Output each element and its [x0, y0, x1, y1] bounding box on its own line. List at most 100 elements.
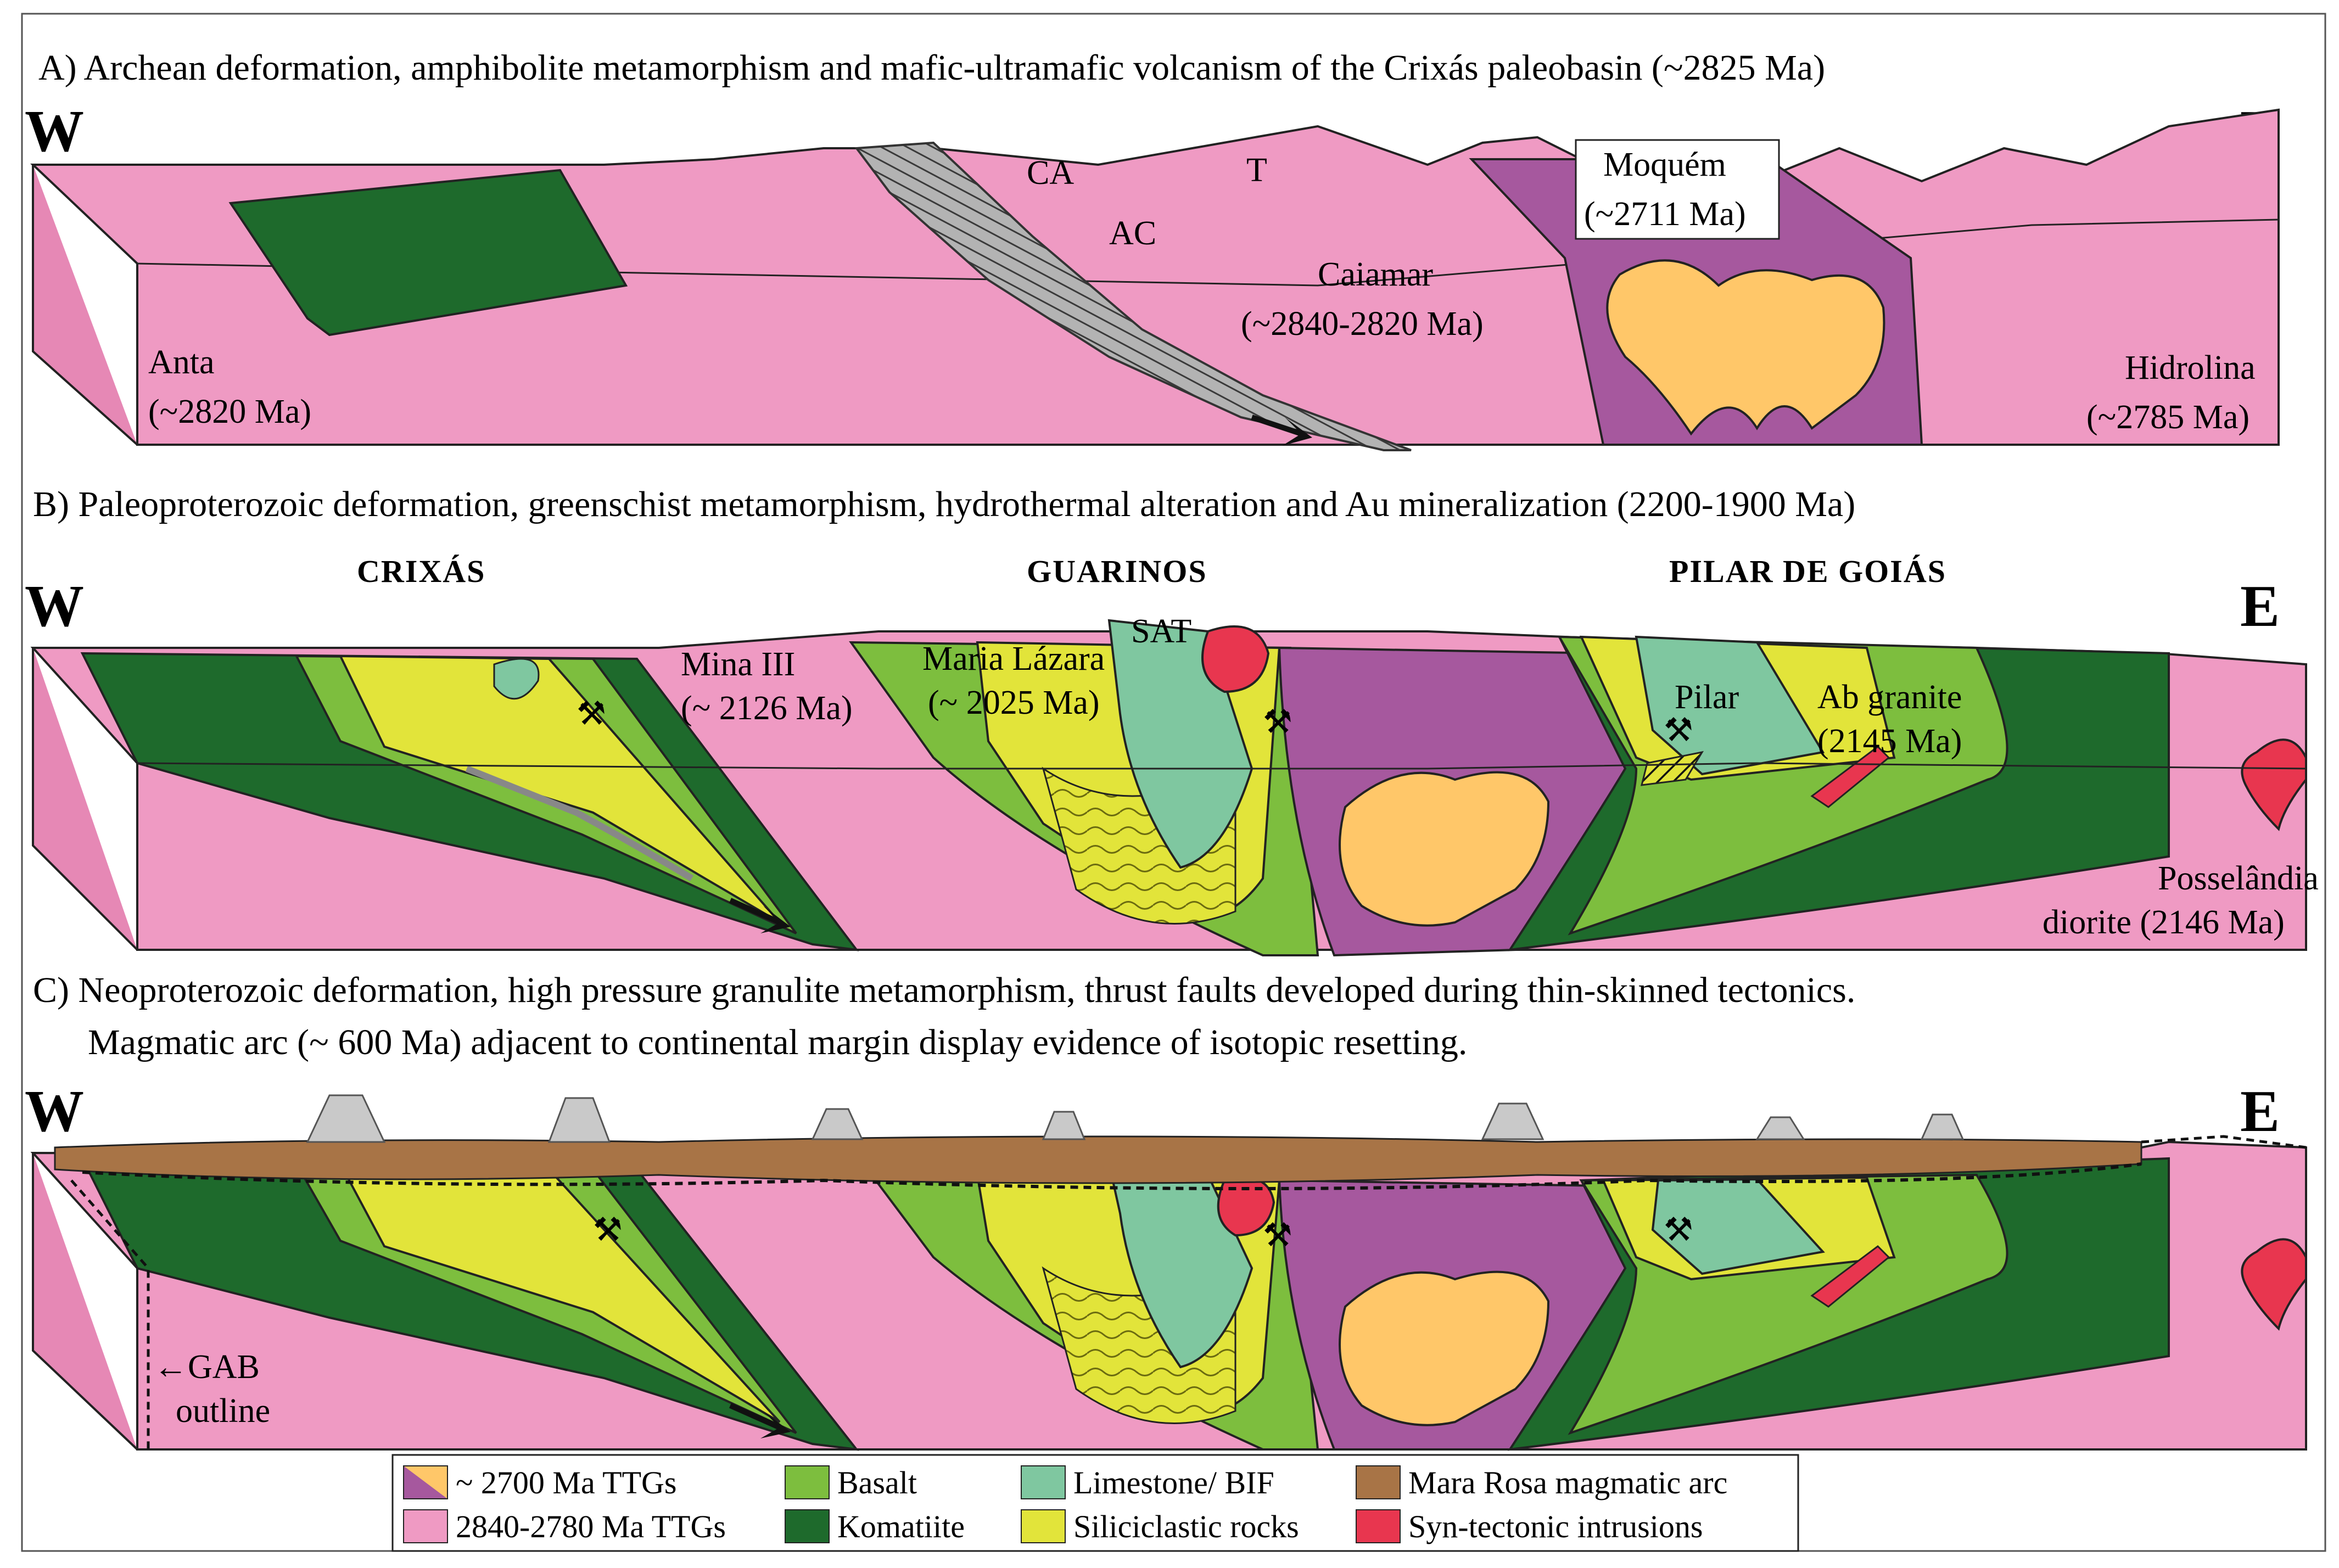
ab-granite-intrusion: [1810, 746, 1890, 808]
shear-arrowhead-c: [760, 1411, 791, 1438]
mina-iii-mine-icon-c: ⚒: [593, 1212, 623, 1248]
middle-orange-pluton-b: [1339, 771, 1550, 927]
legend-label-komatiite: Komatiite: [837, 1509, 965, 1544]
shear-arrowhead-a: [1282, 417, 1312, 446]
pilar-limestone-c: [1651, 1178, 1825, 1275]
arc-volcanoes: [306, 1094, 1965, 1143]
panel-c-title-line1: C) Neoproterozoic deformation, high pres…: [33, 970, 1855, 1010]
shear-arrow-c: [729, 1403, 781, 1430]
legend-label-syn-tectonic: Syn-tectonic intrusions: [1408, 1509, 1703, 1544]
heading-crixas: CRIXÁS: [357, 553, 485, 589]
mina-name: Mina III: [681, 646, 795, 683]
panel-b-east-label: E: [2240, 574, 2280, 639]
maria-lazara-mine-icon: ⚒: [1263, 704, 1292, 740]
moquem-age: (~2711 Ma): [1584, 195, 1746, 233]
legend-item-ttg-old: 2840-2780 Ma TTGs: [403, 1509, 726, 1544]
gab-outline-dashed: [70, 1179, 150, 1449]
legend-swatch-basalt: [785, 1465, 830, 1499]
block-side-a: [32, 165, 138, 446]
legend-item-komatiite: Komatiite: [785, 1509, 965, 1544]
legend-label-mara-rosa: Mara Rosa magmatic arc: [1408, 1465, 1727, 1500]
panel-c: C) Neoproterozoic deformation, high pres…: [25, 970, 2307, 1451]
anta-age: (~2820 Ma): [148, 393, 311, 430]
legend-item-mara-rosa: Mara Rosa magmatic arc: [1356, 1465, 1727, 1500]
legend-swatch-komatiite: [785, 1509, 830, 1543]
mina-iii-mine-icon: ⚒: [577, 696, 606, 732]
arc-outline-dashed: [2141, 1135, 2307, 1149]
shear-arrow-b: [729, 898, 781, 925]
panel-b-title: B) Paleoproterozoic deformation, greensc…: [33, 484, 1855, 524]
pilar-label: Pilar: [1675, 679, 1739, 716]
mina-age: (~ 2126 Ma): [681, 690, 852, 727]
hidrolina-age: (~2785 Ma): [2086, 399, 2250, 436]
gray-strata-a: [854, 141, 1412, 451]
anta-name: Anta: [148, 344, 215, 381]
legend-item-syn-tectonic: Syn-tectonic intrusions: [1356, 1509, 1703, 1544]
legend-box: [391, 1454, 1799, 1552]
crixas-komatiite-b: [80, 652, 859, 951]
legend: ~ 2700 Ma TTGs 2840-2780 Ma TTGs Basalt …: [391, 1454, 1799, 1552]
komatiite-body-a: [228, 169, 628, 337]
shear-arrow-a: [1251, 415, 1302, 436]
legend-item-basalt: Basalt: [785, 1465, 917, 1500]
legend-swatch-limestone: [1021, 1465, 1066, 1499]
heading-pilar: PILAR DE GOIÁS: [1669, 553, 1946, 589]
gab-line1: ←GAB: [154, 1348, 260, 1386]
legend-item-limestone: Limestone/ BIF: [1021, 1465, 1274, 1500]
label-ca: CA: [1027, 154, 1074, 192]
moquem-name: Moquém: [1603, 146, 1726, 183]
panel-a-title: A) Archean deformation, amphibolite meta…: [38, 48, 1825, 88]
panel-a: A) Archean deformation, amphibolite meta…: [25, 48, 2280, 451]
panel-a-west-label: W: [25, 99, 84, 164]
sat-intrusion: [1201, 625, 1270, 693]
caiamar-name: Caiamar: [1318, 256, 1433, 293]
legend-item-siliciclastic: Siliciclastic rocks: [1021, 1509, 1299, 1544]
posselandia-intrusion: [2241, 738, 2307, 831]
pilar-hatched-zone-b: [1641, 751, 1704, 786]
panel-b-west-label: W: [25, 574, 84, 639]
pilar-mine-icon-c: ⚒: [1664, 1212, 1693, 1248]
maria-name: Maria Lázara: [922, 640, 1105, 677]
legend-swatch-syn-tectonic: [1356, 1509, 1401, 1543]
hidrolina-name: Hidrolina: [2125, 349, 2256, 387]
legend-swatch-ttg-young: [403, 1465, 448, 1499]
shear-arrowhead-b: [760, 906, 791, 933]
maria-age: (~ 2025 Ma): [928, 684, 1099, 721]
panel-c-east-label: E: [2240, 1079, 2280, 1144]
label-t: T: [1246, 152, 1267, 189]
legend-item-ttg-young: ~ 2700 Ma TTGs: [403, 1465, 676, 1500]
panel-b: B) Paleoproterozoic deformation, greensc…: [25, 484, 2319, 957]
middle-orange-pluton-c: [1339, 1270, 1550, 1426]
legend-swatch-mara-rosa: [1356, 1465, 1401, 1499]
heading-guarinos: GUARINOS: [1027, 553, 1207, 589]
legend-label-basalt: Basalt: [837, 1465, 917, 1500]
ab-granite-c: [1810, 1245, 1890, 1308]
posselandia-intrusion-c: [2241, 1238, 2307, 1331]
crixas-komatiite-c: [80, 1157, 859, 1451]
ab-age: (2145 Ma): [1817, 723, 1962, 760]
legend-label-limestone: Limestone/ BIF: [1073, 1465, 1274, 1500]
crixas-siliciclastic-b: [338, 654, 781, 923]
legend-swatch-siliciclastic: [1021, 1509, 1066, 1543]
legend-swatch-ttg-old: [403, 1509, 448, 1543]
legend-label-ttg-old: 2840-2780 Ma TTGs: [456, 1509, 726, 1544]
panel-c-title-line2: Magmatic arc (~ 600 Ma) adjacent to cont…: [88, 1022, 1467, 1062]
posselandia-name: Posselândia: [2158, 860, 2319, 897]
topo-line-b: [137, 762, 2307, 770]
legend-label-ttg-young: ~ 2700 Ma TTGs: [456, 1465, 676, 1500]
maria-lazara-mine-icon-c: ⚒: [1263, 1217, 1292, 1253]
block-side-b: [32, 648, 138, 951]
posselandia-age: diorite (2146 Ma): [2043, 904, 2285, 941]
ab-name: Ab granite: [1817, 679, 1962, 716]
label-ac: AC: [1109, 215, 1156, 252]
crixas-limestone-lens-b: [493, 658, 540, 700]
guarinos-limestone-c: [1107, 1162, 1254, 1369]
caiamar-age: (~2840-2820 Ma): [1241, 305, 1484, 343]
gab-line2: outline: [176, 1392, 270, 1430]
panel-c-west-label: W: [25, 1079, 84, 1144]
pilar-mine-icon: ⚒: [1664, 712, 1693, 748]
block-side-c: [32, 1153, 138, 1451]
moquem-orange-plutons: [1606, 259, 1885, 436]
moquem-label-box: [1575, 139, 1780, 240]
